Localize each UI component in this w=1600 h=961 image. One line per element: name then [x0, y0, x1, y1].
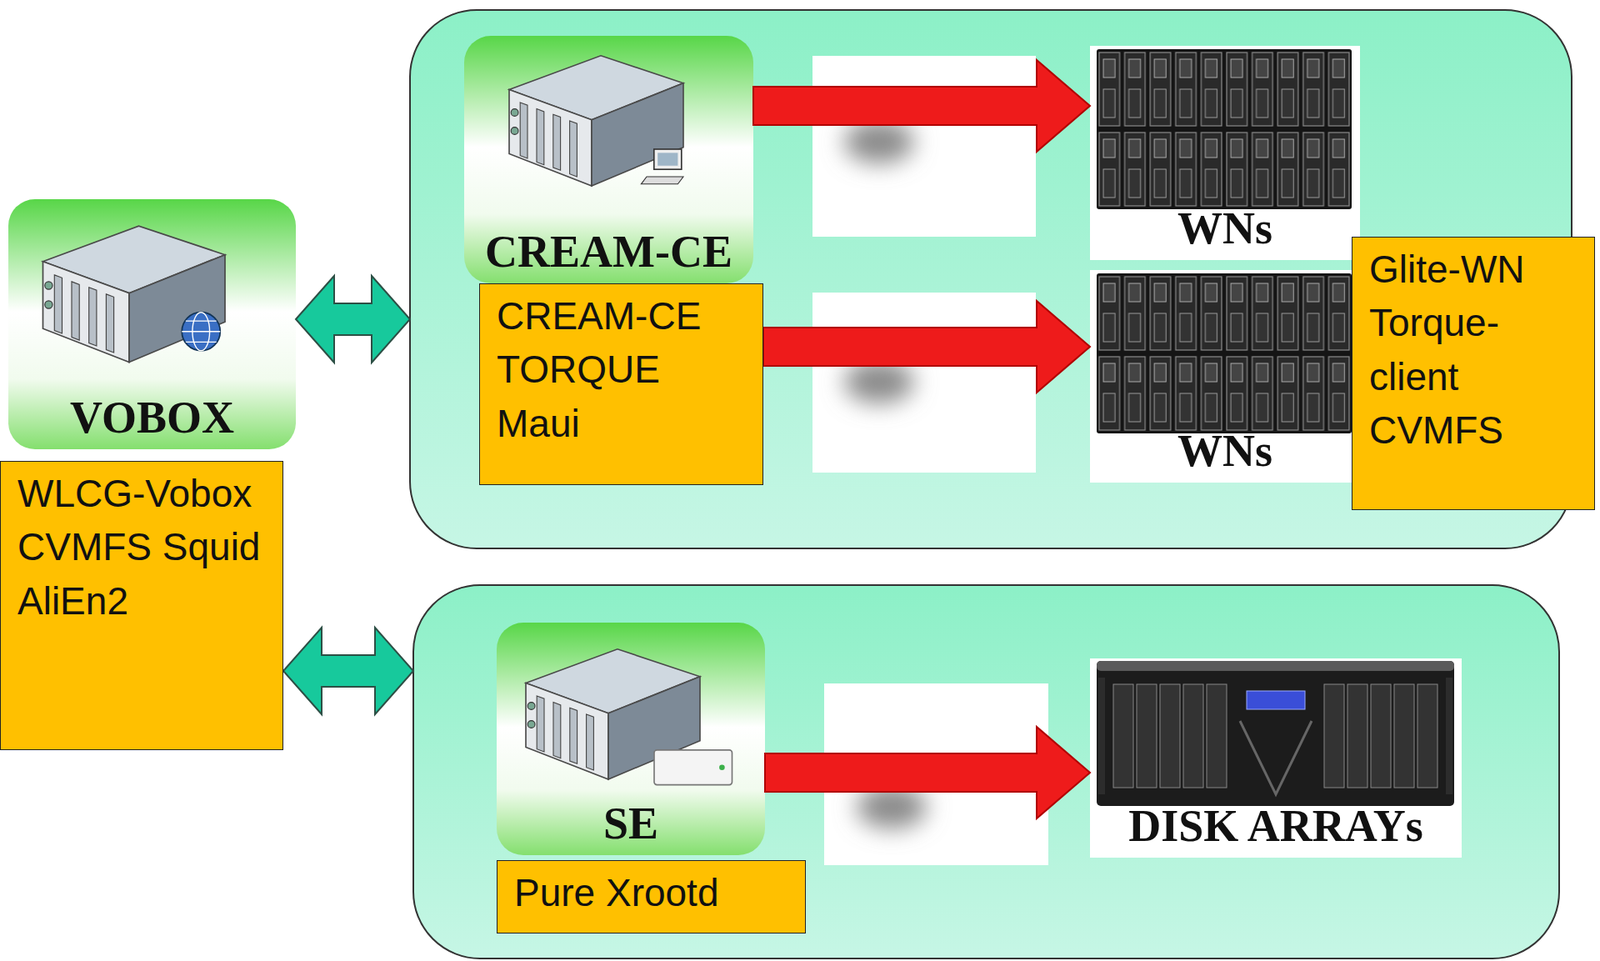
- icon-caption: CREAM-CE: [485, 227, 733, 277]
- software-box: CREAM-CE TORQUE Maui: [479, 283, 764, 485]
- flow-arrow: [763, 300, 1090, 393]
- site-panel: CREAM-CECREAM-CE TORQUE MauiWNsWNsGlite-…: [410, 10, 1572, 549]
- disk-array: DISK ARRAYs: [1090, 658, 1462, 858]
- icon-caption: VOBOX: [70, 393, 235, 443]
- server-icon: CREAM-CE: [464, 35, 754, 284]
- software-box: Glite-WN Torque-client CVMFS: [1351, 236, 1595, 510]
- flow-arrow: [753, 60, 1090, 152]
- site-panel: SE Pure Xrootd DISK ARRAYs: [413, 585, 1560, 960]
- software-list: Glite-WN Torque-client CVMFS: [1369, 242, 1578, 458]
- bidirectional-arrow: [295, 275, 410, 363]
- software-box: Pure Xrootd: [496, 860, 806, 934]
- software-list: CREAM-CE TORQUE Maui: [496, 289, 746, 450]
- software-list: Pure Xrootd: [514, 865, 789, 920]
- server-icon: SE: [496, 622, 765, 855]
- icon-caption: WNs: [1177, 204, 1273, 254]
- worker-nodes: WNs: [1090, 270, 1360, 483]
- icon-caption: DISK ARRAYs: [1128, 801, 1424, 851]
- bidirectional-arrow: [283, 627, 414, 715]
- worker-nodes: WNs: [1090, 45, 1360, 260]
- icon-caption: SE: [603, 799, 659, 849]
- software-list: WLCG-Vobox CVMFS Squid AliEn2: [17, 466, 266, 628]
- flow-arrow: [765, 726, 1090, 819]
- icon-caption: WNs: [1177, 426, 1273, 476]
- server-icon: VOBOX: [8, 199, 296, 450]
- software-box: WLCG-Vobox CVMFS Squid AliEn2: [0, 460, 284, 750]
